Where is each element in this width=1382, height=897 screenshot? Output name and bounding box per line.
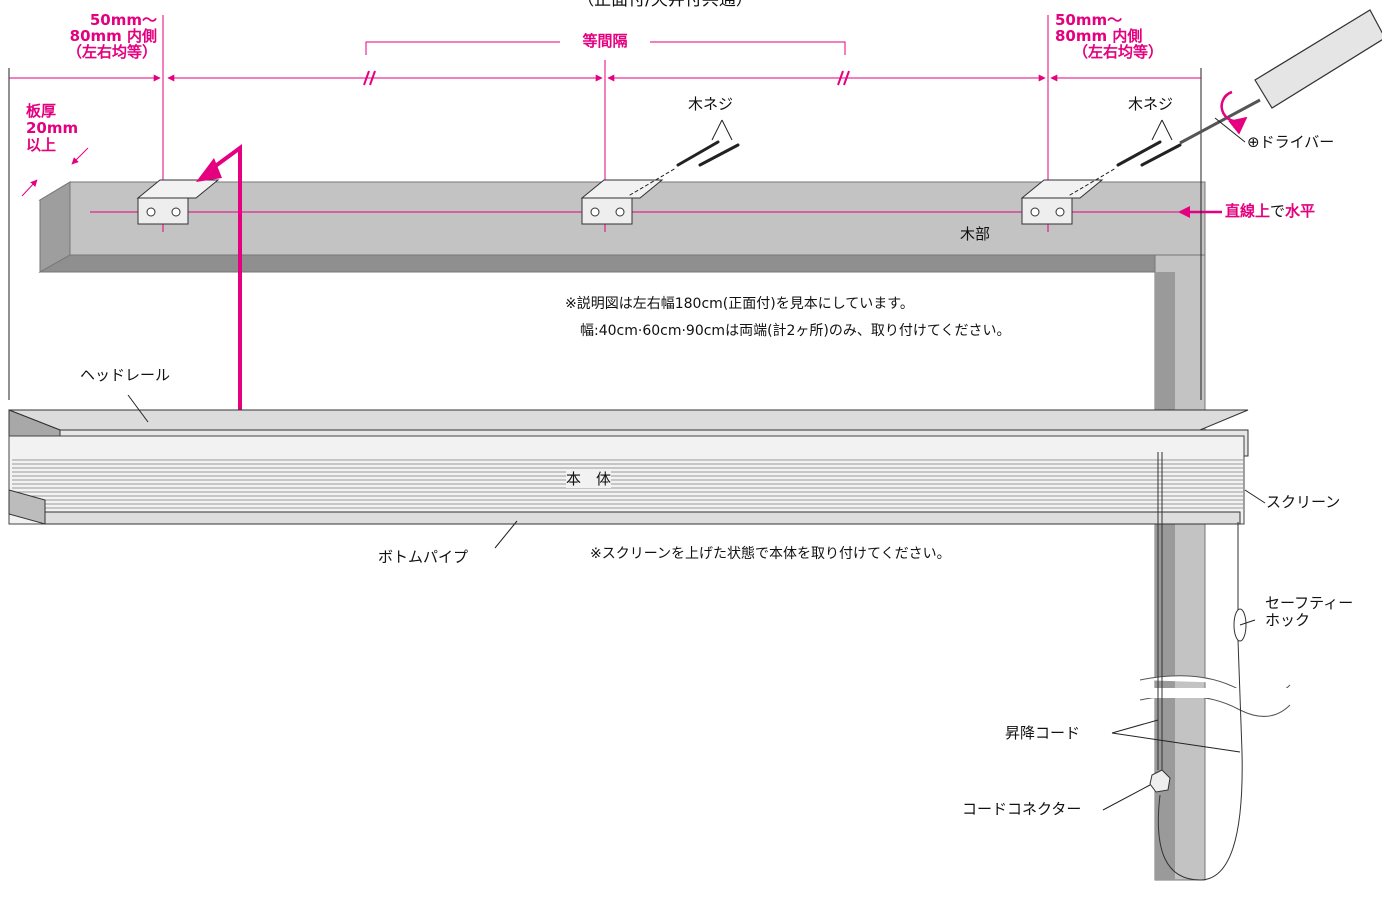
header-text: （正面付/天井付共通） [577,0,753,10]
safety-hook-line2: ホック [1265,611,1311,629]
board-thickness-line2: 20mm [26,119,79,137]
level-part2: で [1270,202,1286,220]
note-3: ※スクリーンを上げた状態で本体を取り付けてください。 [590,546,951,562]
screen-label: スクリーン [1266,493,1341,511]
driver-label: ⊕ドライバー [1247,133,1335,151]
level-part1: 直線上 [1225,202,1271,220]
body-label: 本 体 [566,470,612,488]
break-marks [363,70,850,86]
safety-hook-line1: セーフティー [1265,594,1354,612]
left-offset-line3: （左右均等） [66,43,157,61]
left-offset-label: 50mm〜 80mm 内側 （左右均等） [40,12,157,60]
note-2: 幅:40cm·60cm·90cmは両端(計2ヶ所)のみ、取り付けてください。 [580,323,1011,339]
right-offset-line1: 50mm〜 [1055,11,1123,29]
bottom-pipe-label: ボトムパイプ [378,548,469,566]
bracket-right [1020,179,1104,225]
note-1: ※説明図は左右幅180cm(正面付)を見本にしています。 [565,296,914,312]
head-rail-label: ヘッドレール [80,366,171,384]
wood-part-label: 木部 [960,225,991,243]
right-offset-label: 50mm〜 80mm 内側 （左右均等） [1055,12,1163,60]
safety-hook-label: セーフティー ホック [1265,595,1353,629]
level-label: 直線上で水平 [1225,203,1315,220]
bracket-left [136,179,220,225]
screwdriver-icon [1179,9,1382,145]
left-offset-line1: 50mm〜 [89,11,157,29]
screws-right [1069,140,1182,196]
pleated-screen [8,435,1245,525]
leader-lines [127,394,1266,811]
board-thickness-label: 板厚 20mm 以上 [26,103,78,154]
board-thickness-line1: 板厚 [26,102,57,120]
wood-screw-center-label: 木ネジ [688,95,734,113]
board-thickness-line3: 以上 [26,136,57,154]
right-offset-line2: 80mm 内側 [1055,27,1143,45]
screws-center [629,140,740,196]
window-frame [38,181,1291,881]
level-part3: 水平 [1285,202,1316,220]
bracket-center [580,179,664,225]
lift-cord-label: 昇降コード [1005,724,1081,742]
wood-screw-right-label: 木ネジ [1128,95,1174,113]
equal-spacing-label: 等間隔 [560,33,650,50]
cord-connector-label: コードコネクター [962,800,1082,818]
left-offset-line2: 80mm 内側 [69,27,157,45]
right-offset-line3: （左右均等） [1073,43,1164,61]
